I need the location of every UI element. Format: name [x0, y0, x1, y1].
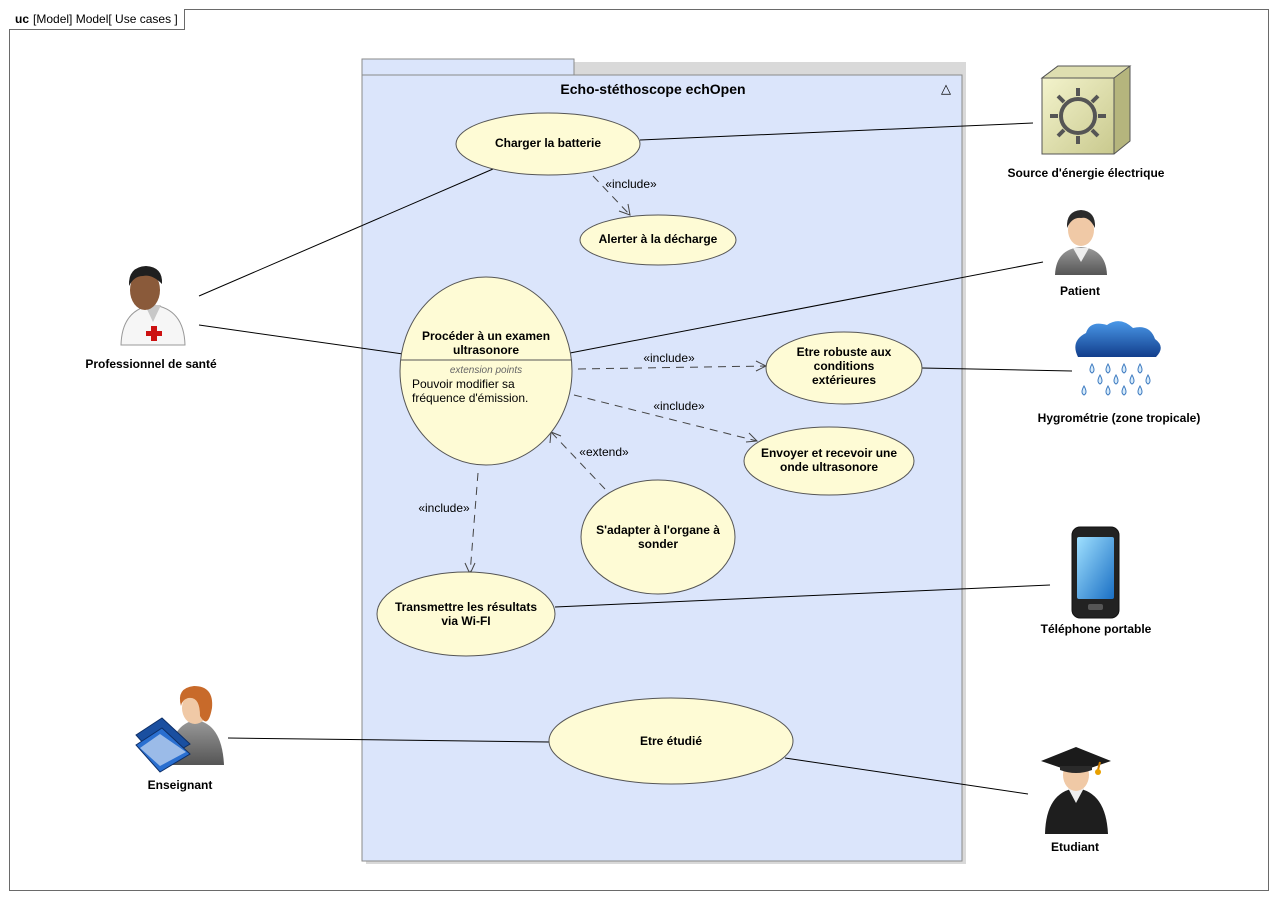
teacher-icon — [135, 686, 224, 773]
system-collapse-marker[interactable]: △ — [941, 81, 951, 96]
system-title: Echo-stéthoscope echOpen — [560, 81, 746, 97]
uc-charger-la-batterie[interactable]: Charger la batterie — [494, 136, 602, 150]
uc-proceder-extension-point: Pouvoir modifier sa fréquence d'émission… — [412, 377, 529, 405]
assoc-charger-source — [639, 122, 1034, 141]
student-icon — [1041, 747, 1111, 834]
power-source-icon — [1040, 65, 1132, 155]
include-envoyer-line — [573, 394, 758, 442]
uc-adapter-shape — [580, 479, 736, 595]
frame-label: uc[Model] Model[ Use cases ] — [9, 9, 185, 30]
uc-transmettre-resultats[interactable]: Transmettre les résultats via Wi-FI — [394, 600, 538, 628]
uc-etudie-shape — [548, 697, 794, 785]
uc-s-adapter-organe[interactable]: S'adapter à l'organe à sonder — [596, 523, 720, 551]
uc-etre-robuste[interactable]: Etre robuste aux conditions extérieures — [796, 345, 892, 387]
assoc-etudie-enseignant — [227, 737, 550, 743]
actor-professionnel-de-sante[interactable]: Professionnel de santé — [85, 357, 217, 371]
actor-enseignant[interactable]: Enseignant — [147, 778, 213, 792]
uc-proceder-shape — [399, 276, 573, 466]
extend-label-adapter: «extend» — [579, 445, 629, 459]
uc-transmettre-shape — [376, 571, 556, 657]
uc-etre-etudie[interactable]: Etre étudié — [639, 734, 702, 748]
actor-etudiant[interactable]: Etudiant — [1051, 840, 1099, 854]
uc-charger-shape — [455, 112, 641, 176]
patient-icon — [1055, 210, 1107, 275]
actor-source-energie[interactable]: Source d'énergie électrique — [1007, 166, 1165, 180]
assoc-proceder-patient — [569, 261, 1044, 354]
rain-cloud-icon — [1075, 321, 1161, 396]
include-transmettre-line — [469, 472, 479, 575]
uc-envoyer-shape — [743, 426, 915, 496]
include-label-envoyer: «include» — [653, 399, 705, 413]
assoc-etudie-etudiant — [784, 757, 1029, 795]
doctor-icon — [120, 266, 186, 346]
uc-robuste-shape — [765, 331, 923, 405]
uc-alerter-shape — [579, 214, 737, 266]
uc-proceder-extension-heading: extension points — [449, 365, 523, 376]
assoc-proceder-professionnel — [198, 324, 404, 355]
include-label-robuste: «include» — [643, 351, 695, 365]
include-label-transmettre: «include» — [418, 501, 470, 515]
actor-hygrometrie[interactable]: Hygrométrie (zone tropicale) — [1037, 411, 1201, 425]
actor-patient[interactable]: Patient — [1059, 284, 1101, 298]
uc-envoyer-recevoir-onde[interactable]: Envoyer et recevoir une onde ultrasonore — [760, 446, 898, 474]
include-alerter-line — [592, 175, 631, 216]
assoc-transmettre-telephone — [554, 584, 1051, 608]
use-case-shapes — [376, 112, 923, 785]
assoc-charger-professionnel — [198, 168, 494, 297]
uc-alerter-a-la-decharge[interactable]: Alerter à la décharge — [598, 232, 718, 246]
actor-telephone-portable[interactable]: Téléphone portable — [1040, 622, 1152, 636]
assoc-robuste-hygrometrie — [921, 367, 1073, 372]
dependency-lines — [469, 175, 767, 575]
association-lines — [198, 122, 1073, 795]
mobile-phone-icon — [1071, 526, 1120, 619]
include-robuste-line — [577, 365, 767, 370]
include-label-alerter: «include» — [605, 177, 657, 191]
uc-proceder-examen[interactable]: Procéder à un examen ultrasonore — [421, 329, 551, 357]
